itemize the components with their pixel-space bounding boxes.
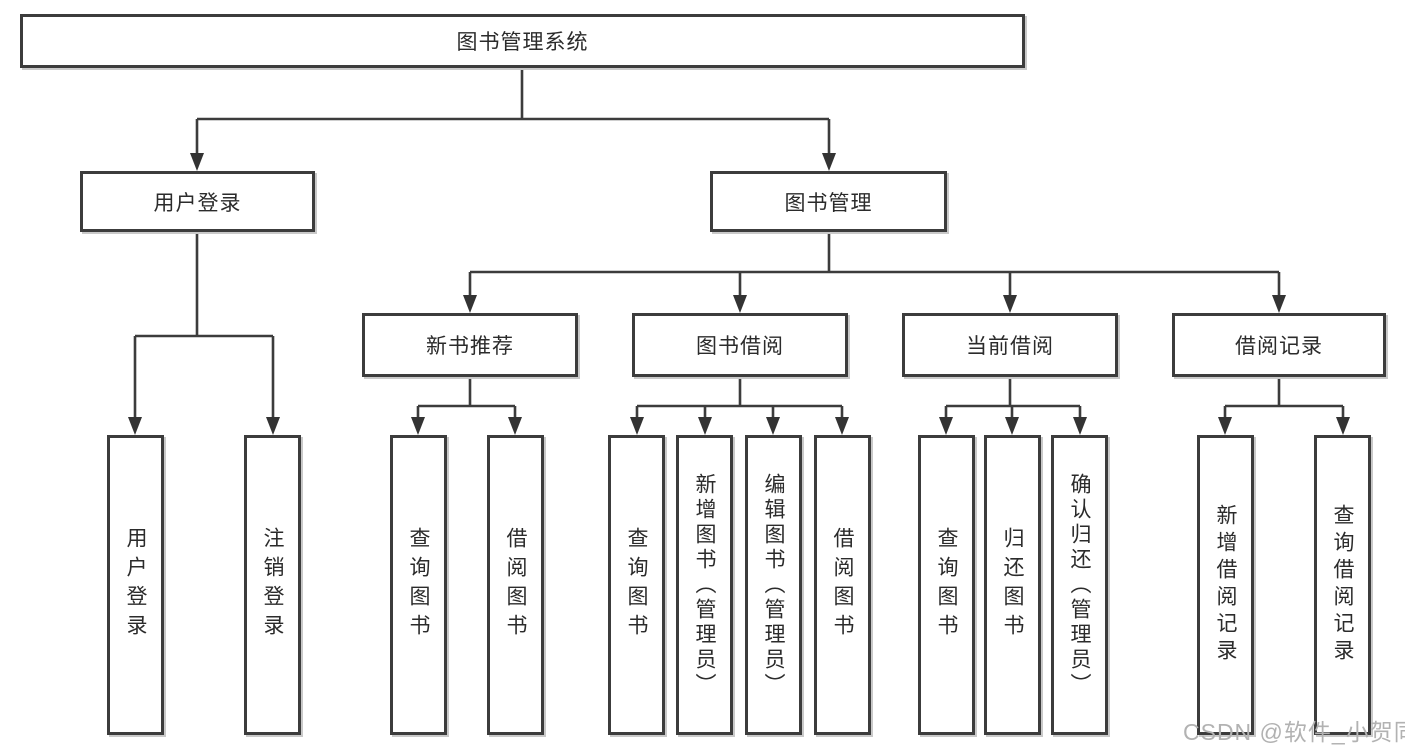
leaf-add-borrow-record: 新增借阅记录 — [1197, 435, 1254, 735]
leaf-borrow-books-1: 借阅图书 — [487, 435, 544, 735]
leaf-query-books-1: 查询图书 — [390, 435, 447, 735]
leaf-return-books: 归还图书 — [984, 435, 1041, 735]
leaf-query-books-3: 查询图书 — [918, 435, 975, 735]
node-new-book-recommendation: 新书推荐 — [362, 313, 578, 377]
csdn-watermark: CSDN @软件_小贺同学 — [1183, 719, 1405, 745]
node-root: 图书管理系统 — [20, 14, 1025, 68]
leaf-query-books-2: 查询图书 — [608, 435, 665, 735]
leaf-edit-books-admin: 编辑图书（管理员） — [745, 435, 802, 735]
connector-bookborrow-to-leaves — [630, 377, 849, 435]
leaf-borrow-books-2: 借阅图书 — [814, 435, 871, 735]
connector-currentborrow-to-leaves — [939, 377, 1087, 435]
node-book-borrowing: 图书借阅 — [632, 313, 848, 377]
node-book-management: 图书管理 — [710, 171, 947, 232]
leaf-add-books-admin: 新增图书（管理员） — [676, 435, 733, 735]
leaf-confirm-return-admin: 确认归还（管理员） — [1051, 435, 1108, 735]
leaf-logout: 注销登录 — [244, 435, 301, 735]
leaf-query-borrow-record: 查询借阅记录 — [1314, 435, 1371, 735]
leaf-user-login: 用户登录 — [107, 435, 164, 735]
connector-root-to-level2 — [190, 68, 836, 171]
node-borrowing-records: 借阅记录 — [1172, 313, 1386, 377]
connector-bookmgmt-to-level3 — [463, 232, 1286, 313]
connector-newbookrec-to-leaves — [411, 377, 522, 435]
connector-userlogin-to-leaves — [128, 232, 280, 435]
node-user-login: 用户登录 — [80, 171, 315, 232]
node-current-borrowing: 当前借阅 — [902, 313, 1118, 377]
connector-borrowrecords-to-leaves — [1218, 377, 1350, 435]
